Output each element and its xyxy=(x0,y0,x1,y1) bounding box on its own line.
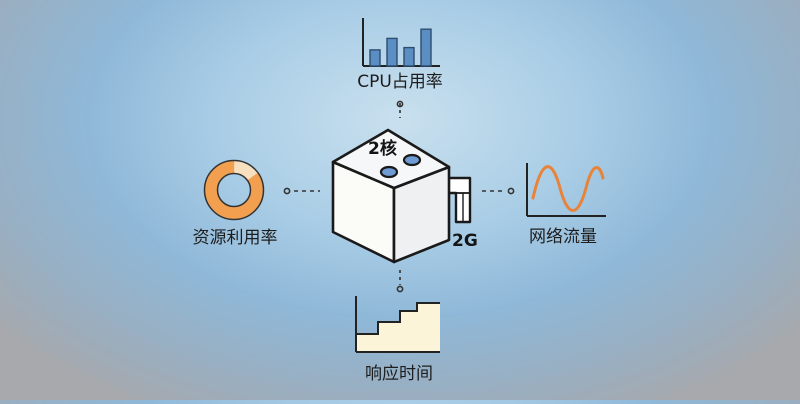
donut-used-arc xyxy=(205,161,263,219)
network-traffic-label: 网络流量 xyxy=(529,227,597,247)
connector-top xyxy=(396,100,404,118)
cpu-bars xyxy=(369,28,432,67)
cpu-cores-label: 2核 xyxy=(368,139,397,159)
connector-bottom xyxy=(396,270,404,293)
cpu-bar xyxy=(386,37,398,67)
connector-left xyxy=(283,187,320,195)
cpu-bar xyxy=(420,28,432,67)
step-line xyxy=(356,302,440,335)
wave-line xyxy=(531,165,605,212)
step-chart-icon xyxy=(355,296,440,353)
connectors xyxy=(283,100,515,293)
response-time-label: 响应时间 xyxy=(365,364,433,384)
memory-size-label: 2G xyxy=(452,231,478,251)
cpu-bar xyxy=(403,46,415,67)
bar-chart-icon xyxy=(362,18,440,67)
resource-utilization-label: 资源利用率 xyxy=(192,228,278,248)
connector-right xyxy=(482,187,515,195)
cpu-bar xyxy=(369,49,381,67)
cube-top-face xyxy=(331,128,451,190)
indicator-light xyxy=(402,153,422,167)
step-area xyxy=(356,303,440,352)
cpu-usage-label: CPU占用率 xyxy=(357,72,443,92)
wave-chart-icon xyxy=(526,163,606,217)
donut-chart-icon xyxy=(203,159,265,221)
indicator-light xyxy=(379,165,399,179)
server-cube-icon xyxy=(331,128,472,264)
